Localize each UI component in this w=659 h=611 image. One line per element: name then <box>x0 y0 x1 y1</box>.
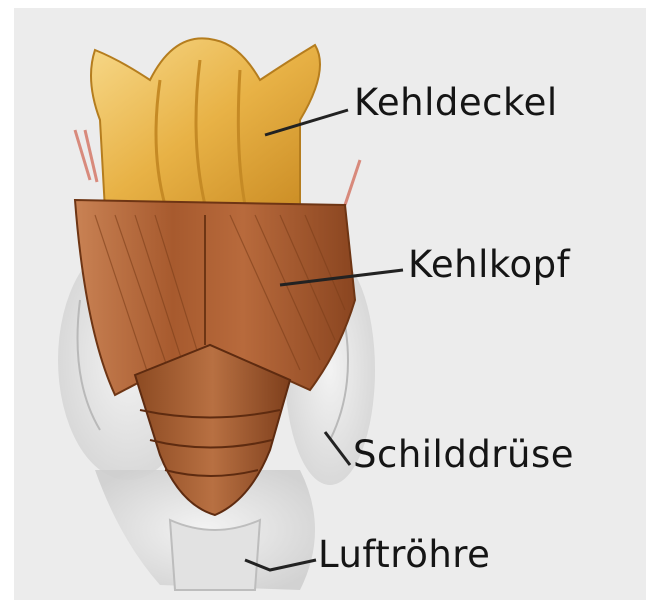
label-larynx: Kehlkopf <box>408 246 570 283</box>
label-thyroid: Schilddrüse <box>353 436 574 473</box>
label-epiglottis: Kehldeckel <box>354 84 558 121</box>
label-trachea: Luftröhre <box>318 536 490 573</box>
epiglottis-shape <box>75 38 360 210</box>
